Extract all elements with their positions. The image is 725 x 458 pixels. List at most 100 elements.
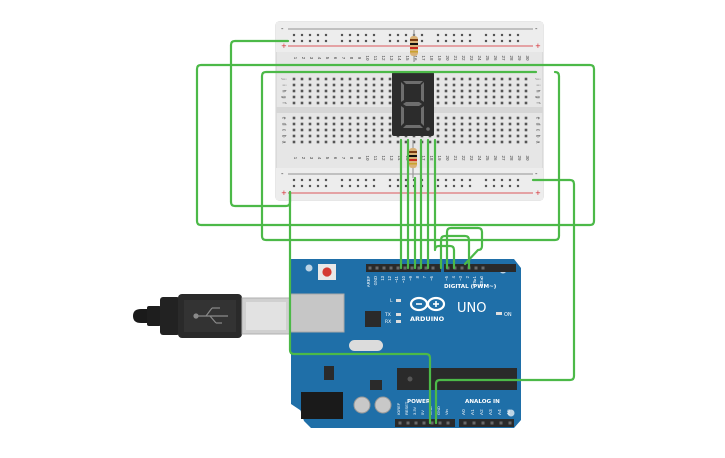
- wire-inner-loop[interactable]: [260, 70, 561, 242]
- usb-port[interactable]: [289, 293, 345, 333]
- row-letter: h: [281, 90, 287, 93]
- voltage-regulator: [324, 366, 334, 380]
- usb-cable[interactable]: [133, 294, 291, 338]
- usb-chip: [365, 311, 381, 327]
- pin-label: GND: [373, 276, 378, 285]
- column-number: 3: [309, 157, 314, 160]
- column-number: 21: [453, 155, 458, 161]
- wire-right-to-power[interactable]: [434, 178, 576, 425]
- column-number: 28: [509, 155, 514, 161]
- column-number: 28: [509, 55, 514, 61]
- row-letter: j: [535, 77, 541, 79]
- header-pin[interactable]: [424, 266, 428, 270]
- header-pin[interactable]: [368, 266, 372, 270]
- rail-plus-label-bottom-right: +: [535, 189, 541, 197]
- resistor-top[interactable]: [410, 30, 418, 62]
- seven-segment-display[interactable]: 8: [0, 0, 434, 136]
- header-pin[interactable]: [396, 266, 400, 270]
- column-number: 22: [461, 55, 466, 61]
- header-pin[interactable]: [446, 421, 450, 425]
- header-pin[interactable]: [499, 421, 503, 425]
- column-number: 14: [397, 55, 402, 61]
- header-pin[interactable]: [382, 266, 386, 270]
- column-number: 5: [325, 57, 330, 60]
- column-number: 27: [501, 55, 506, 61]
- resistor-bottom[interactable]: [409, 140, 417, 178]
- column-number: 15: [405, 55, 410, 61]
- analog-header: [459, 419, 514, 427]
- header-pin[interactable]: [403, 266, 407, 270]
- header-pin[interactable]: [398, 421, 402, 425]
- column-number: 17: [421, 55, 426, 61]
- header-pin[interactable]: [417, 266, 421, 270]
- column-number: 21: [453, 55, 458, 61]
- pin-label: A1: [470, 409, 475, 415]
- column-number: 29: [517, 155, 522, 161]
- row-letter: i: [535, 84, 541, 85]
- segment-d: [403, 125, 423, 128]
- column-number: 16: [413, 55, 418, 61]
- row-letter: b: [281, 135, 287, 138]
- column-number: 10: [365, 55, 370, 61]
- pin-label: 13: [380, 275, 385, 280]
- segment-a: [403, 81, 423, 84]
- header-pin[interactable]: [463, 421, 467, 425]
- header-pin[interactable]: [481, 266, 485, 270]
- wire-seg-8[interactable]: [445, 226, 484, 270]
- header-pin[interactable]: [490, 421, 494, 425]
- header-pin[interactable]: [430, 421, 434, 425]
- on-label: ON: [504, 312, 512, 318]
- l-label: L: [390, 298, 393, 304]
- column-number: 8: [349, 157, 354, 160]
- header-pin[interactable]: [414, 421, 418, 425]
- header-pin[interactable]: [431, 266, 435, 270]
- column-number: 30: [525, 55, 530, 61]
- dc-power-jack[interactable]: [301, 392, 343, 419]
- column-number: 29: [517, 55, 522, 61]
- header-pin[interactable]: [460, 266, 464, 270]
- column-number: 11: [373, 156, 378, 161]
- column-number: 23: [469, 55, 474, 61]
- header-pin[interactable]: [375, 266, 379, 270]
- row-letter: c: [281, 129, 287, 132]
- column-number: 26: [493, 55, 498, 61]
- pin-label: 2: [465, 275, 470, 278]
- row-letter: b: [535, 135, 541, 138]
- header-pin[interactable]: [472, 421, 476, 425]
- column-number: 23: [469, 155, 474, 161]
- column-number: 2: [301, 57, 306, 60]
- pin-label: ~5: [444, 275, 449, 280]
- header-pin[interactable]: [422, 421, 426, 425]
- segment-dp: [426, 127, 430, 131]
- pin-label: RESET: [404, 401, 409, 415]
- header-pin[interactable]: [481, 421, 485, 425]
- wire-outer-loop[interactable]: [195, 63, 596, 227]
- header-pin[interactable]: [410, 266, 414, 270]
- row-letter: g: [535, 96, 541, 99]
- tx-led: [396, 313, 401, 316]
- header-pin[interactable]: [406, 421, 410, 425]
- row-letter: j: [281, 77, 287, 79]
- digital-header-right: [444, 264, 516, 272]
- pin-label: GND: [436, 406, 441, 415]
- header-pin[interactable]: [474, 266, 478, 270]
- wire-left-to-power[interactable]: [288, 190, 432, 425]
- rail-minus-label-top-right: -: [535, 25, 538, 33]
- pin-label: ~6: [429, 275, 434, 280]
- power-label: POWER: [407, 399, 431, 405]
- column-number: 30: [525, 155, 530, 161]
- header-pin[interactable]: [438, 421, 442, 425]
- wire-seg-7[interactable]: [439, 234, 471, 270]
- header-pin[interactable]: [389, 266, 393, 270]
- pin-label: 4: [451, 275, 456, 278]
- l-led: [396, 299, 401, 302]
- column-number: 17: [421, 155, 426, 161]
- row-letter: d: [535, 123, 541, 126]
- wire-seg-6[interactable]: [433, 138, 456, 270]
- usb-symbol-icon: [193, 307, 228, 324]
- header-pin[interactable]: [508, 421, 512, 425]
- row-letter: i: [281, 84, 287, 85]
- column-number: 18: [429, 155, 434, 161]
